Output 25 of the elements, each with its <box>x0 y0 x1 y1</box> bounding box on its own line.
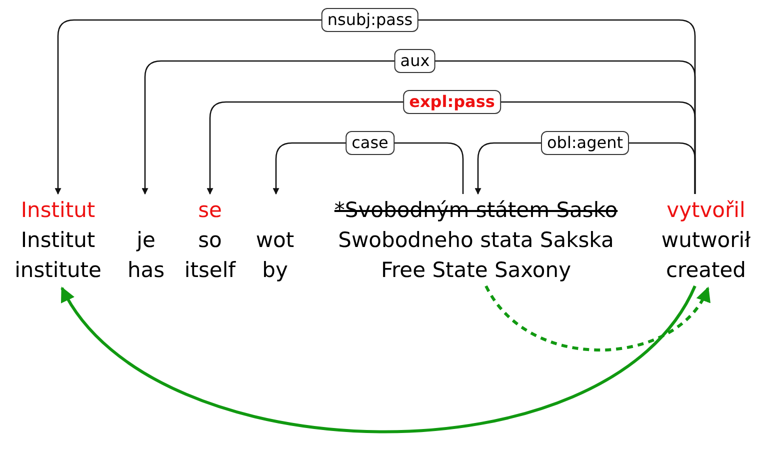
edge-label: nsubj:pass <box>321 8 419 32</box>
sorbian-word: wot <box>256 227 294 254</box>
edge-label: case <box>346 131 394 155</box>
sorbian-word: so <box>198 227 222 254</box>
sorbian-word: je <box>136 227 156 254</box>
alignment-arrow <box>60 285 696 434</box>
dependency-arrow <box>54 19 696 195</box>
edge-label: obl:agent <box>541 131 629 155</box>
english-gloss: itself <box>184 257 236 284</box>
english-gloss: created <box>666 257 746 284</box>
dependency-arrow <box>142 60 696 195</box>
alignment-arrow <box>484 285 710 352</box>
english-gloss: institute <box>14 257 102 284</box>
english-gloss: has <box>127 257 165 284</box>
sorbian-word: Institut <box>20 227 96 254</box>
edge-label: aux <box>394 49 436 73</box>
sorbian-word: Swobodneho stata Sakska <box>338 227 614 254</box>
english-gloss: Free State Saxony <box>380 257 572 284</box>
edge-label: expl:pass <box>403 90 501 114</box>
czech-word: *Svobodným státem Sasko <box>334 197 618 224</box>
english-gloss: by <box>262 257 288 284</box>
sorbian-word: wutworił <box>661 227 751 254</box>
czech-word: se <box>198 197 222 224</box>
czech-word: vytvořil <box>666 197 746 224</box>
czech-word: Institut <box>20 197 96 224</box>
